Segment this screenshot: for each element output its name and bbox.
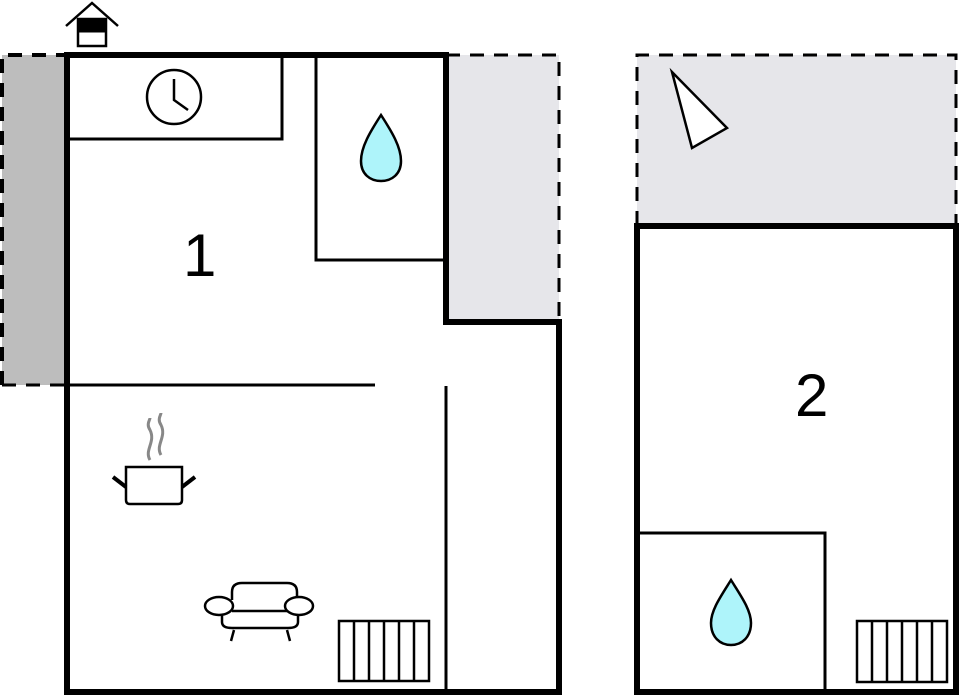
- armchair-icon: [203, 581, 315, 642]
- clock-icon: [145, 68, 203, 126]
- stairs-icon: [337, 619, 431, 683]
- terrace-right: [446, 53, 561, 322]
- compass-pointer-icon: [669, 67, 730, 150]
- cooking-pot-icon: [111, 412, 197, 506]
- terrace-left: [0, 53, 66, 387]
- room-label-1: 1: [183, 222, 217, 289]
- terrace-top-floor-2: [635, 53, 958, 225]
- stairs-icon: [855, 619, 949, 684]
- water-drop-icon: [359, 112, 403, 183]
- water-drop-icon: [709, 577, 753, 647]
- room-label-2: 2: [795, 362, 829, 429]
- floor-1-walls: [64, 52, 562, 695]
- house-entrance-icon: [65, 1, 119, 48]
- floor-2-walls: [634, 223, 959, 695]
